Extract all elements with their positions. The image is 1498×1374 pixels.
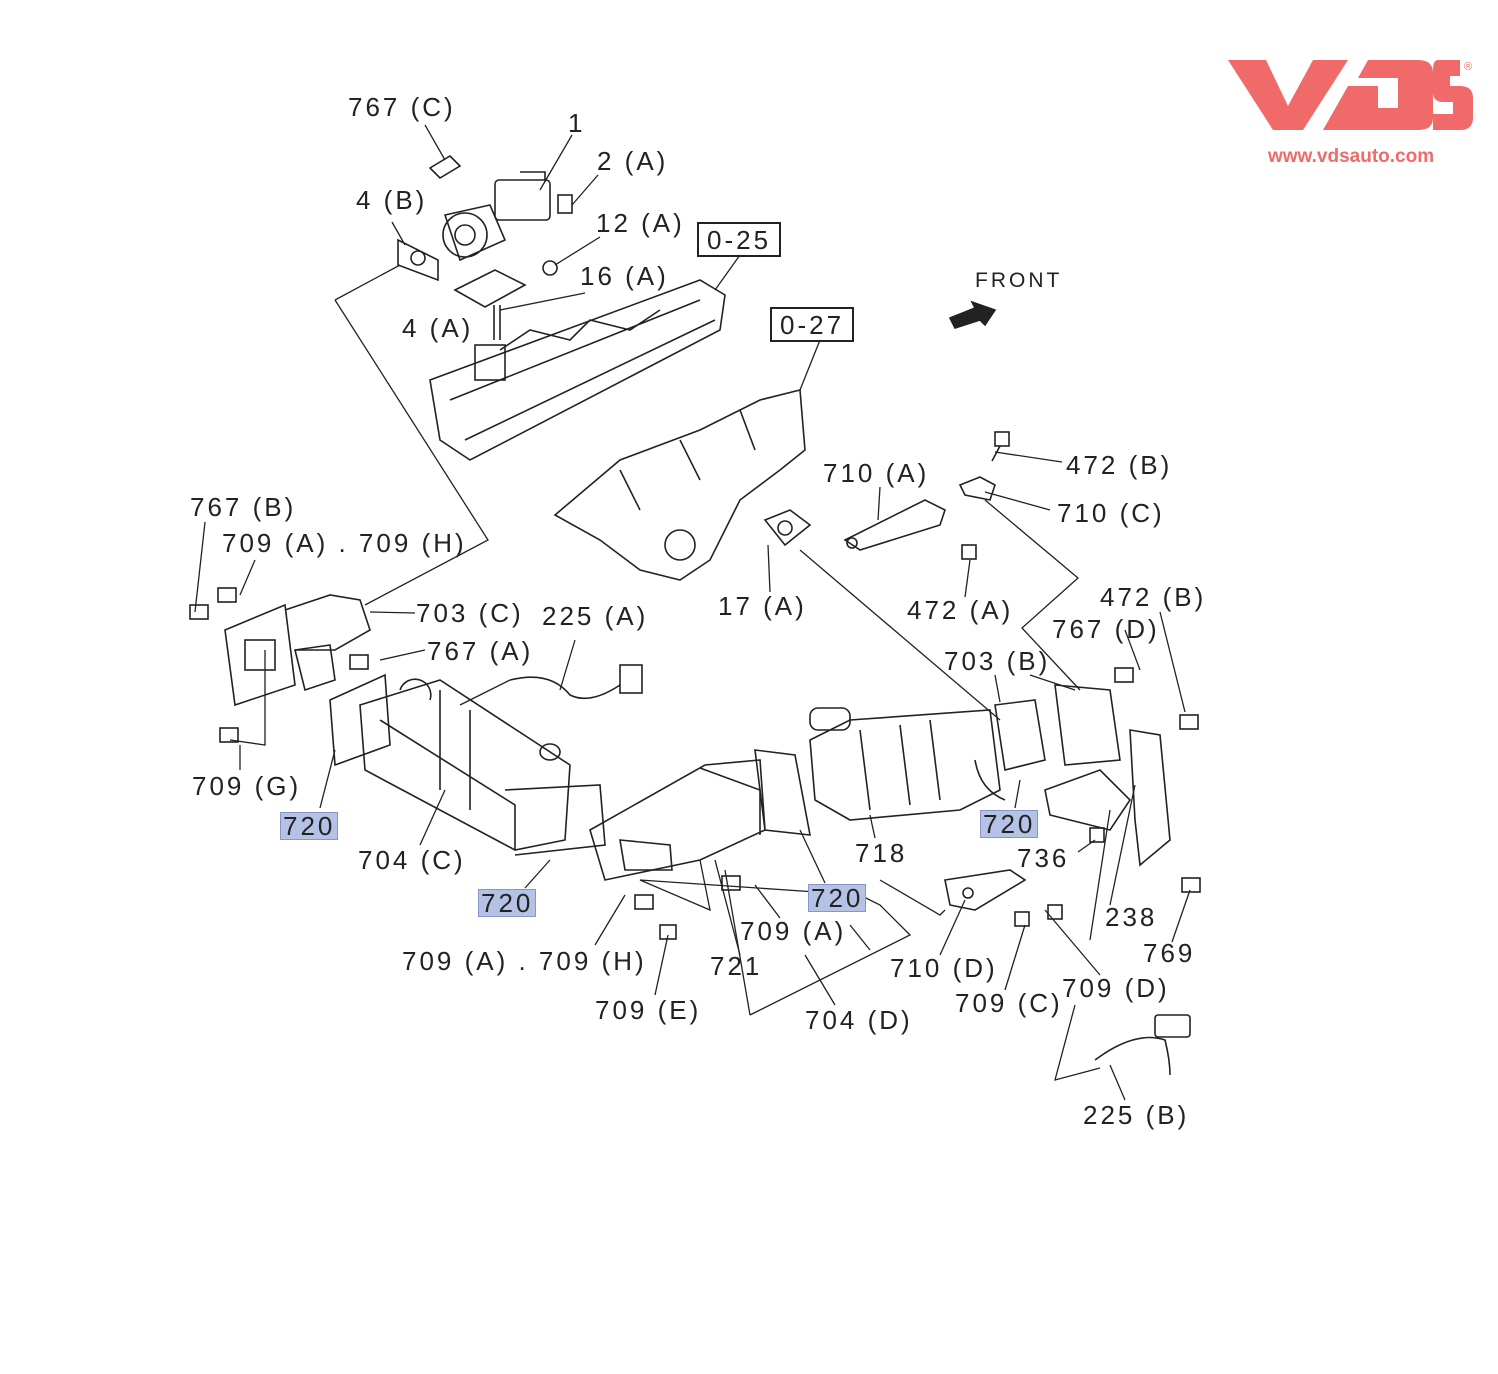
front-direction-label: FRONT <box>975 269 1063 292</box>
callout-709e[interactable]: 709 (E) <box>595 995 702 1025</box>
front-arrow-icon <box>948 300 997 329</box>
callout-709g[interactable]: 709 (G) <box>192 771 302 801</box>
callout-709a[interactable]: 709 (A) <box>740 916 847 946</box>
callout-703c[interactable]: 703 (C) <box>416 598 524 628</box>
registered-mark: ® <box>1464 61 1472 73</box>
reference-0-25[interactable]: 0-25 <box>697 222 782 257</box>
website-url[interactable]: www.vdsauto.com <box>1268 146 1435 167</box>
callout-17a[interactable]: 17 (A) <box>718 591 807 621</box>
callout-736[interactable]: 736 <box>1017 843 1070 873</box>
callout-4b[interactable]: 4 (B) <box>356 185 428 215</box>
callout-225b[interactable]: 225 (B) <box>1083 1100 1190 1130</box>
callout-767a[interactable]: 767 (A) <box>427 636 534 666</box>
callout-710a[interactable]: 710 (A) <box>823 458 930 488</box>
intake-manifold <box>429 279 726 461</box>
egr-bracket-710d <box>634 869 1063 940</box>
callout-472b-right[interactable]: 472 (B) <box>1100 582 1207 612</box>
egr-cooler-704c <box>329 673 606 856</box>
egr-pipe-721 <box>589 759 766 881</box>
egr-valve <box>397 154 573 340</box>
callout-718[interactable]: 718 <box>855 838 908 868</box>
callout-709c[interactable]: 709 (C) <box>955 988 1063 1018</box>
callout-767b[interactable]: 767 (B) <box>190 492 297 522</box>
callout-767c[interactable]: 767 (C) <box>348 92 456 122</box>
egr-bracket <box>843 431 1010 560</box>
callout-472b-top[interactable]: 472 (B) <box>1066 450 1173 480</box>
callout-709a-709h-bottom[interactable]: 709 (A) . 709 (H) <box>402 946 647 976</box>
reference-0-27[interactable]: 0-27 <box>770 307 855 342</box>
callout-769[interactable]: 769 <box>1143 938 1196 968</box>
egr-pipe-left <box>189 587 371 743</box>
egr-flange-right <box>994 667 1201 893</box>
temperature-sensor-225a <box>509 664 643 700</box>
exhaust-manifold <box>553 388 812 581</box>
callout-709a-709h-top[interactable]: 709 (A) . 709 (H) <box>222 528 467 558</box>
callout-710c[interactable]: 710 (C) <box>1057 498 1165 528</box>
callout-225a[interactable]: 225 (A) <box>542 601 649 631</box>
callout-704c[interactable]: 704 (C) <box>358 845 466 875</box>
egr-cooler-718 <box>754 707 1006 836</box>
callout-12a[interactable]: 12 (A) <box>596 208 685 238</box>
leader-lines <box>194 124 1191 1101</box>
callout-704d[interactable]: 704 (D) <box>805 1005 913 1035</box>
callout-710d[interactable]: 710 (D) <box>890 953 998 983</box>
callout-238[interactable]: 238 <box>1105 902 1158 932</box>
callout-16a[interactable]: 16 (A) <box>580 261 669 291</box>
callout-720-highlighted[interactable]: 720 <box>478 889 537 917</box>
callout-1[interactable]: 1 <box>568 108 586 138</box>
callout-721[interactable]: 721 <box>710 951 763 981</box>
callout-720-highlighted[interactable]: 720 <box>980 810 1039 838</box>
callout-4a[interactable]: 4 (A) <box>402 313 474 343</box>
callout-2a[interactable]: 2 (A) <box>597 146 669 176</box>
callout-720-highlighted[interactable]: 720 <box>808 884 867 912</box>
vds-logo: ® <box>1228 60 1473 130</box>
callout-720-highlighted[interactable]: 720 <box>280 812 339 840</box>
callout-767d[interactable]: 767 (D) <box>1052 614 1160 644</box>
callout-703b[interactable]: 703 (B) <box>944 646 1051 676</box>
callout-472a[interactable]: 472 (A) <box>907 595 1014 625</box>
callout-709d[interactable]: 709 (D) <box>1062 973 1170 1003</box>
temperature-sensor-225b <box>1094 1014 1191 1076</box>
